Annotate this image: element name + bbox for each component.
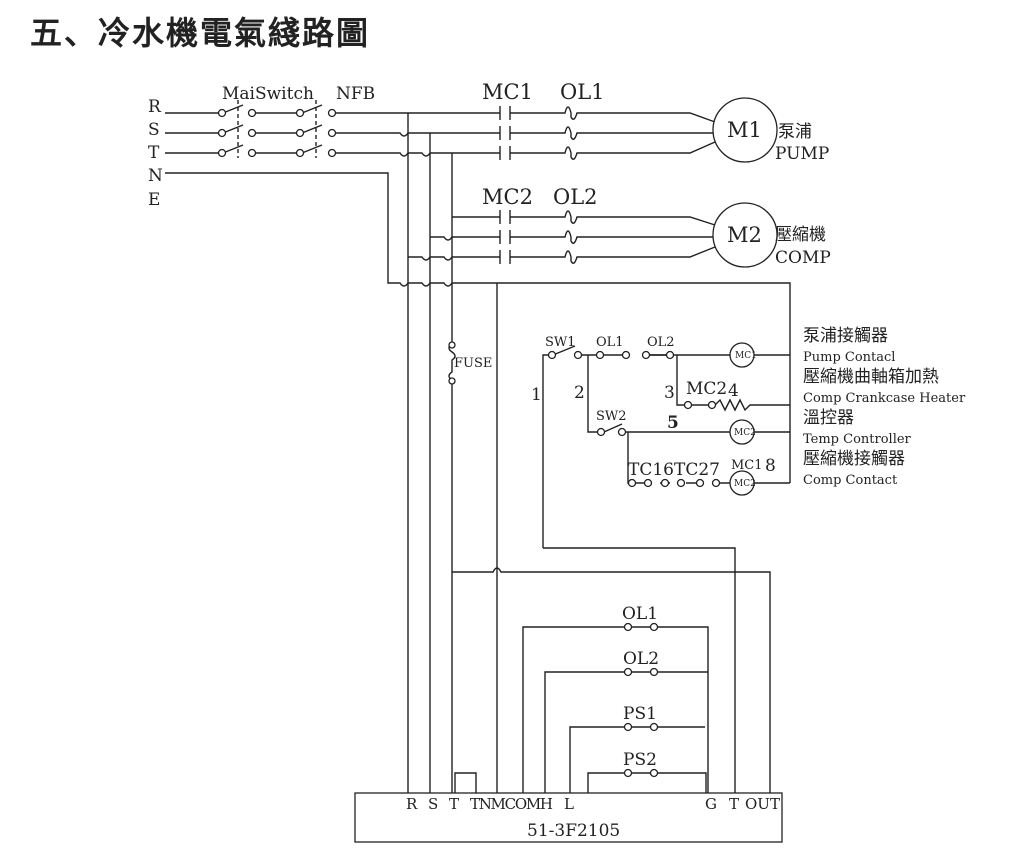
legend-comp-contact-en: Comp Contact [803, 473, 898, 488]
tc-label: TC16TC27 [628, 460, 720, 480]
control-circuit [542, 342, 790, 548]
m2-name-cn: 壓縮機 [775, 225, 826, 245]
interlock-ps2: PS2 [623, 750, 657, 770]
ctrl-ol1-label: OL1 [596, 335, 624, 350]
neutral-line [165, 172, 791, 483]
node-1: 1 [531, 385, 542, 405]
coil-mc2-b [729, 470, 755, 496]
node-3: 3 [664, 383, 675, 403]
interlock-ol2: OL2 [623, 649, 659, 669]
terminal-l: L [564, 795, 574, 813]
node-5: 5 [667, 413, 679, 433]
controller-box [354, 792, 783, 843]
interlock-ol1: OL1 [622, 604, 658, 624]
ol1-label: OL1 [560, 80, 605, 104]
legend-temp-en: Temp Controller [803, 432, 912, 447]
legend-heater-cn: 壓縮機曲軸箱加熱 [803, 367, 939, 387]
terminal-t-out: T [729, 795, 739, 813]
coil-mc2 [729, 419, 755, 445]
node-4: 4 [728, 381, 739, 401]
ctrl-ol2-label: OL2 [647, 335, 675, 350]
sw1-label: SW1 [545, 335, 576, 350]
m1-name-en: PUMP [775, 144, 829, 164]
terminal-t: T [449, 795, 459, 813]
mc1-label: MC1 [482, 80, 533, 104]
terminal-out: OUT [745, 795, 780, 813]
controller-model: 51-3F2105 [527, 821, 620, 841]
coil-mc2b-label: MC2 [734, 479, 756, 489]
input-labels: R S T N E [148, 97, 163, 210]
interlock-chain [454, 622, 709, 795]
node-2: 2 [574, 383, 585, 403]
terminal-r: R [406, 795, 418, 813]
main-switch-label: MaiSwitch [222, 84, 314, 104]
coil-mc1 [729, 342, 755, 368]
mc2-label: MC2 [482, 185, 533, 209]
main-switch [165, 100, 452, 158]
m2-name-en: COMP [775, 248, 831, 268]
fuse [448, 340, 456, 385]
nfb-label: NFB [336, 84, 375, 104]
label-s: S [148, 120, 160, 140]
terminal-g: G [705, 795, 717, 813]
terminal-labels: R S T TNMCOMH L G T OUT [406, 795, 780, 813]
ol2-label: OL2 [553, 185, 598, 209]
pump-circuit [408, 97, 778, 163]
node-8: 8 [765, 456, 776, 476]
motor-m2: M2 [727, 223, 762, 247]
interlock-ps1: PS1 [623, 704, 657, 724]
power-buses [407, 113, 453, 795]
label-e: E [148, 190, 160, 210]
m1-name-cn: 泵浦 [778, 122, 812, 142]
legend: 泵浦接觸器 Pump Contacl 壓縮機曲軸箱加熱 Comp Crankca… [803, 326, 966, 488]
mc2-contact-label: MC2 [686, 379, 727, 399]
terminal-s: S [428, 795, 438, 813]
terminal-tnmcomh: TNMCOMH [470, 795, 553, 813]
sw2-label: SW2 [596, 409, 627, 424]
motor-m1: M1 [727, 118, 762, 142]
legend-comp-contact-cn: 壓縮機接觸器 [803, 449, 905, 469]
label-t: T [148, 143, 160, 163]
legend-pump-contact-cn: 泵浦接觸器 [803, 326, 888, 346]
compressor-circuit [408, 202, 778, 268]
mc1-contact-label: MC1 [731, 458, 763, 473]
page-title: 五、冷水機電氣綫路圖 [30, 14, 370, 52]
coil-mc1-label: MC1 [735, 351, 757, 361]
legend-temp-cn: 溫控器 [803, 408, 854, 428]
coil-mc2-label: MC2 [734, 428, 756, 438]
controller-feeds [452, 547, 771, 795]
fuse-label: FUSE [454, 356, 492, 371]
label-n: N [148, 166, 163, 186]
legend-pump-contact-en: Pump Contacl [803, 350, 895, 365]
label-r: R [148, 97, 162, 117]
legend-heater-en: Comp Crankcase Heater [803, 391, 966, 406]
